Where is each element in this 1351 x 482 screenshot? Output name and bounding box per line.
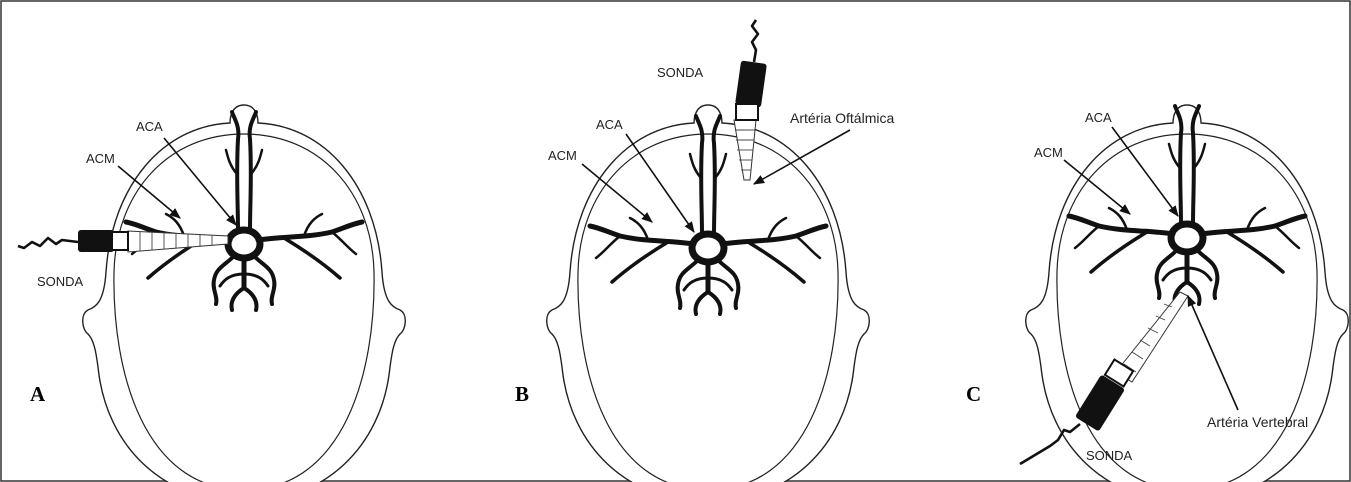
panel-letter-b: B — [515, 382, 529, 406]
vertebral-label-c: Artéria Vertebral — [1207, 414, 1308, 430]
acm-label-b: ACM — [548, 148, 577, 163]
aca-label-c: ACA — [1085, 110, 1112, 125]
panel-letter-a: A — [30, 382, 46, 406]
aca-label-a: ACA — [136, 119, 163, 134]
panel-letter-c: C — [966, 382, 981, 406]
probe-label-b: SONDA — [657, 65, 704, 80]
acm-label-c: ACM — [1034, 145, 1063, 160]
probe-label-a: SONDA — [37, 274, 84, 289]
acm-label-a: ACM — [86, 151, 115, 166]
aca-label-b: ACA — [596, 117, 623, 132]
ophthalmic-label-b: Artéria Oftálmica — [790, 110, 894, 126]
probe-label-c: SONDA — [1086, 448, 1133, 463]
